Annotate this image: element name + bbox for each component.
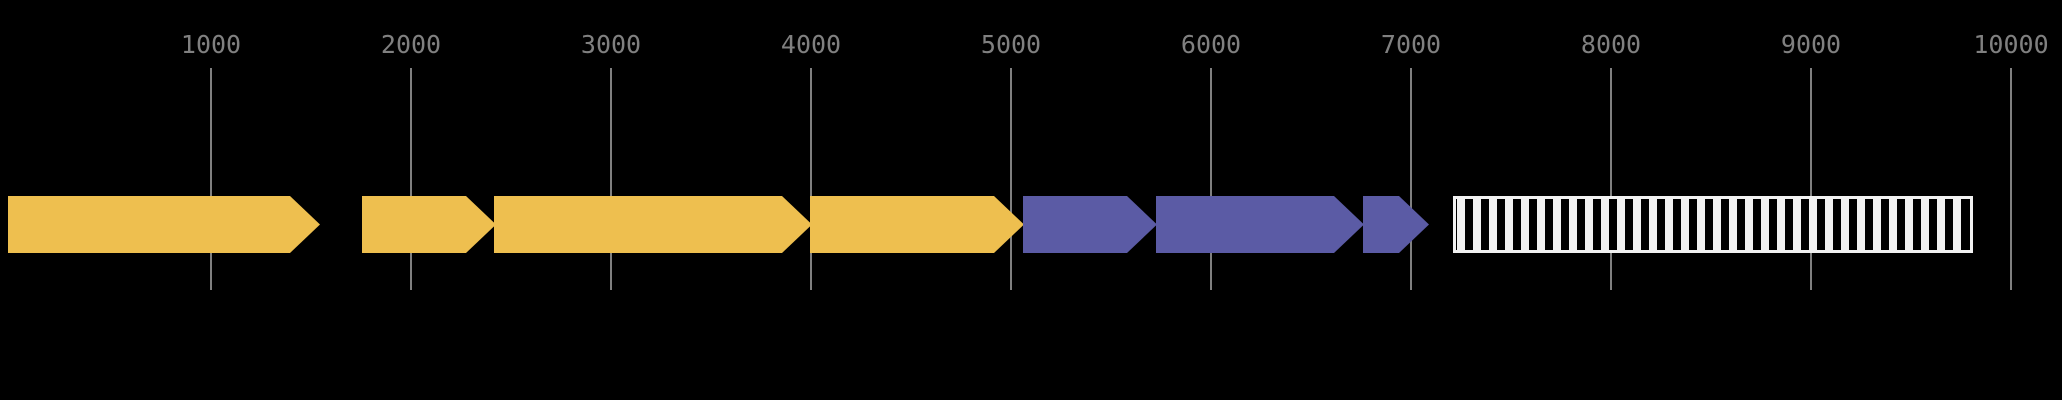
axis-tick-line-2000 (410, 68, 412, 290)
gene-feature-8[interactable] (1453, 196, 1973, 253)
gene-feature-3[interactable] (494, 196, 812, 253)
axis-tick-line-4000 (810, 68, 812, 290)
gene-arrow-body (1156, 196, 1364, 253)
gene-feature-2[interactable] (362, 196, 496, 253)
axis-tick-label-3000: 3000 (580, 30, 642, 59)
axis-tick-line-8000 (1610, 68, 1612, 290)
axis-tick-label-7000: 7000 (1380, 30, 1442, 59)
gene-arrow-body (362, 196, 496, 253)
gene-feature-4[interactable] (810, 196, 1024, 253)
gene-arrow-body (494, 196, 812, 253)
axis-tick-label-8000: 8000 (1580, 30, 1642, 59)
axis-tick-label-2000: 2000 (380, 30, 442, 59)
axis-tick-line-3000 (610, 68, 612, 290)
axis-tick-line-1000 (210, 68, 212, 290)
axis-tick-line-10000 (2010, 68, 2012, 290)
gene-arrow-body (810, 196, 1024, 253)
axis-tick-line-5000 (1010, 68, 1012, 290)
axis-tick-label-5000: 5000 (980, 30, 1042, 59)
axis-tick-line-9000 (1810, 68, 1812, 290)
axis-tick-label-9000: 9000 (1780, 30, 1842, 59)
gene-feature-7[interactable] (1363, 196, 1429, 253)
hatch-stripes (1457, 199, 1961, 250)
gene-feature-5[interactable] (1023, 196, 1157, 253)
axis-tick-label-10000: 10000 (1973, 30, 2049, 59)
axis-tick-line-6000 (1210, 68, 1212, 290)
gene-feature-1[interactable] (8, 196, 320, 253)
hatch-border (1453, 196, 1973, 253)
axis-tick-label-4000: 4000 (780, 30, 842, 59)
axis-tick-line-7000 (1410, 68, 1412, 290)
axis-tick-label-6000: 6000 (1180, 30, 1242, 59)
gene-arrow-body (1363, 196, 1429, 253)
gene-arrow-body (8, 196, 320, 253)
axis-tick-label-1000: 1000 (180, 30, 242, 59)
gene-feature-6[interactable] (1156, 196, 1364, 253)
gene-arrow-body (1023, 196, 1157, 253)
